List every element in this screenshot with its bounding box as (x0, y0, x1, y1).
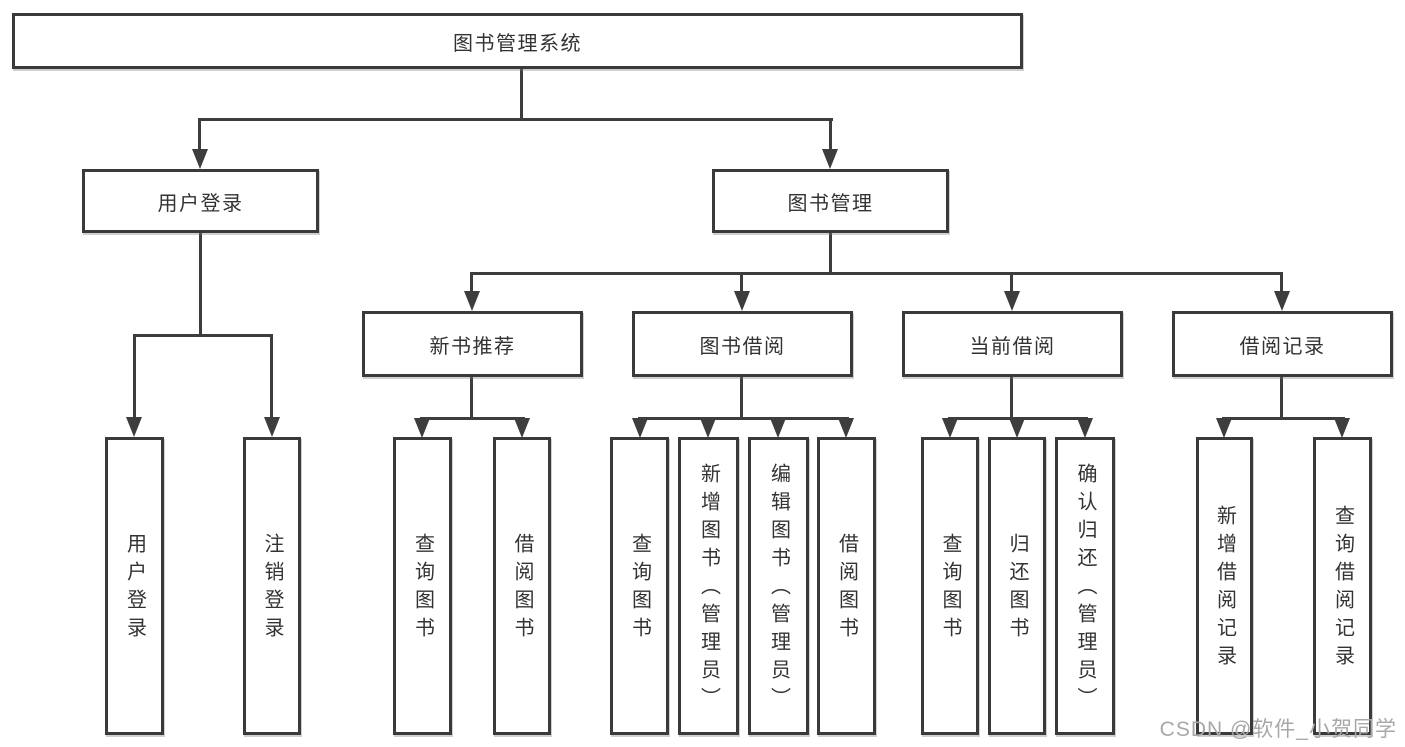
arrow-down-icon (838, 418, 854, 438)
arrow-down-icon (1334, 418, 1350, 438)
leaf-edit-book-admin: 编辑图书（管理员） (748, 437, 809, 735)
connector-level2-split (470, 272, 1283, 275)
leaf-query-borrow-record: 查询借阅记录 (1313, 437, 1372, 735)
arrow-down-icon (1274, 291, 1290, 311)
node-borrowing-records: 借阅记录 (1172, 311, 1393, 377)
node-book-borrowing: 图书借阅 (632, 311, 853, 377)
leaf-confirm-return-admin: 确认归还（管理员） (1055, 437, 1115, 735)
leaf-logout: 注销登录 (243, 437, 301, 735)
leaf-add-borrow-record: 新增借阅记录 (1196, 437, 1253, 735)
connector-line (198, 118, 201, 151)
node-library-management-system: 图书管理系统 (12, 13, 1023, 69)
arrow-down-icon (1216, 418, 1232, 438)
connector-line (1280, 375, 1283, 419)
node-current-borrowing: 当前借阅 (902, 311, 1123, 377)
connector-line (1010, 272, 1013, 292)
arrow-down-icon (822, 149, 838, 169)
connector-line (470, 272, 473, 292)
connector-split (1222, 417, 1345, 420)
arrow-down-icon (1004, 291, 1020, 311)
arrow-down-icon (192, 149, 208, 169)
arrow-down-icon (464, 291, 480, 311)
arrow-down-icon (632, 418, 648, 438)
connector-split (420, 417, 525, 420)
connector-root-stem (520, 68, 523, 119)
connector-line (1280, 272, 1283, 292)
connector-line (740, 272, 743, 292)
connector-line (199, 233, 202, 335)
leaf-query-books: 查询图书 (610, 437, 669, 735)
arrow-down-icon (942, 418, 958, 438)
connector-line (740, 375, 743, 419)
arrow-down-icon (264, 417, 280, 437)
connector-line (829, 233, 832, 275)
arrow-down-icon (700, 418, 716, 438)
connector-split (133, 334, 273, 337)
leaf-user-login: 用户登录 (105, 437, 164, 735)
arrow-down-icon (734, 291, 750, 311)
node-book-management: 图书管理 (712, 169, 949, 233)
arrow-down-icon (770, 418, 786, 438)
connector-line (829, 118, 832, 151)
arrow-down-icon (414, 418, 430, 438)
arrow-down-icon (1009, 418, 1025, 438)
connector-line (270, 334, 273, 418)
leaf-return-books: 归还图书 (988, 437, 1046, 735)
arrow-down-icon (126, 417, 142, 437)
leaf-query-books: 查询图书 (393, 437, 452, 735)
leaf-borrow-books: 借阅图书 (817, 437, 876, 735)
node-user-login: 用户登录 (82, 169, 319, 233)
leaf-query-books: 查询图书 (921, 437, 979, 735)
leaf-add-book-admin: 新增图书（管理员） (678, 437, 739, 735)
node-new-book-recommendation: 新书推荐 (362, 311, 583, 377)
connector-line (133, 334, 136, 418)
arrow-down-icon (1077, 418, 1093, 438)
connector-line (470, 375, 473, 419)
connector-line (1010, 375, 1013, 419)
arrow-down-icon (514, 418, 530, 438)
csdn-watermark: CSDN @软件_小贺同学 (1159, 718, 1397, 741)
connector-level1-split (198, 118, 833, 121)
leaf-borrow-books: 借阅图书 (493, 437, 551, 735)
connector-split (638, 417, 849, 420)
